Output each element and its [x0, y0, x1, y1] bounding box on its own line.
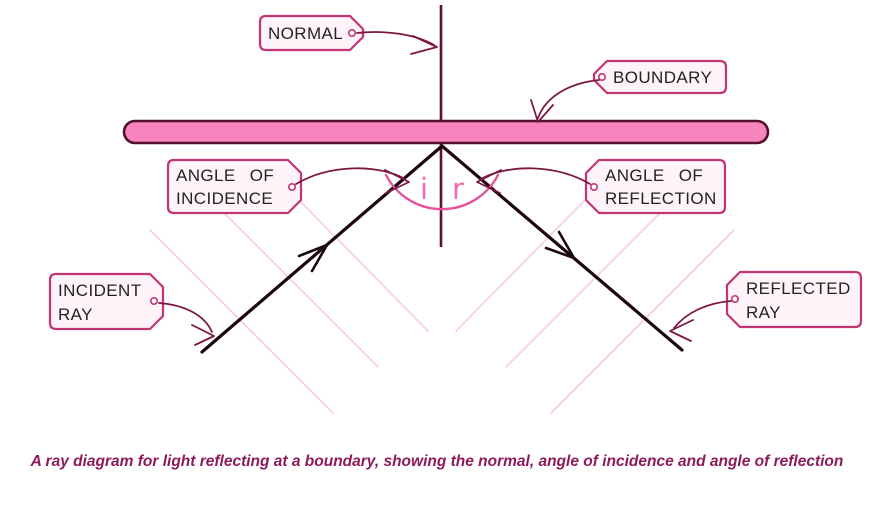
incident-ray-tag: INCIDENT RAY	[48, 272, 215, 346]
tag-eyelet-icon	[287, 183, 296, 192]
reflected-ray-arrowhead-icon	[544, 230, 576, 260]
incident-ray-label-line1: INCIDENT	[58, 281, 141, 300]
angle-of-incidence-tag-shape	[166, 158, 303, 215]
angle-of-reflection-tag-shape	[584, 158, 727, 215]
faint-ray-line	[221, 210, 379, 368]
normal-pointer-arrowhead-icon	[410, 35, 438, 55]
tag-eyelet-icon	[150, 296, 159, 305]
normal-tag-shape	[258, 14, 365, 52]
angle-of-reflection-tag: ANGLE OF REFLECTION	[476, 158, 727, 215]
faint-rays	[149, 195, 735, 414]
angle-of-reflection-symbol: r	[452, 172, 464, 206]
angle-of-incidence-tag: ANGLE OF INCIDENCE	[166, 158, 410, 215]
normal-tag: NORMAL	[258, 14, 438, 55]
faint-ray-line	[505, 210, 663, 368]
incident-ray-arrowhead-icon	[297, 243, 329, 273]
tag-eyelet-icon	[597, 73, 606, 82]
reflected-ray-pointer-arrowhead-icon	[669, 319, 694, 342]
boundary-pointer-arrowhead-icon	[530, 99, 554, 123]
reflected-ray-tag: REFLECTED RAY	[669, 270, 863, 342]
reflected-ray-label-line2: RAY	[746, 303, 781, 322]
reflected-ray-tag-shape	[725, 270, 863, 329]
angle-of-incidence-label-line1: ANGLE OF	[176, 166, 274, 185]
normal-pointer-curve	[356, 31, 435, 46]
figure-caption: A ray diagram for light reflecting at a …	[30, 453, 844, 470]
faint-ray-line	[550, 229, 735, 414]
incident-ray-pointer-curve	[158, 302, 213, 333]
faint-ray-line	[455, 195, 590, 332]
boundary-pointer-curve	[537, 79, 600, 119]
angle-of-incidence-label-line2: INCIDENCE	[176, 189, 273, 208]
boundary-tag-label: BOUNDARY	[613, 68, 712, 87]
angle-arc	[384, 173, 500, 211]
faint-ray-line	[149, 229, 334, 414]
reflected-ray-pointer-curve	[673, 300, 732, 329]
incident-ray	[200, 144, 444, 354]
angle-of-incidence-pointer-arrowhead-icon	[384, 169, 410, 194]
faint-ray-line	[294, 195, 429, 332]
angle-of-incidence-symbol: i	[420, 172, 428, 206]
incident-ray-pointer-arrowhead-icon	[191, 324, 215, 346]
boundary-tag-shape	[592, 59, 728, 95]
tag-eyelet-icon	[730, 294, 739, 303]
boundary-tag: BOUNDARY	[530, 59, 728, 123]
angle-of-reflection-pointer-arrowhead-icon	[476, 169, 502, 194]
normal-tag-label: NORMAL	[268, 24, 343, 43]
angle-of-reflection-label-line2: REFLECTION	[605, 189, 717, 208]
incident-ray-label-line2: RAY	[58, 305, 93, 324]
angle-of-reflection-label-line1: ANGLE OF	[605, 166, 703, 185]
boundary-bar	[122, 119, 770, 145]
reflected-ray-label-line1: REFLECTED	[746, 279, 851, 298]
incident-ray-tag-shape	[48, 272, 165, 331]
tag-eyelet-icon	[347, 28, 356, 37]
tag-eyelet-icon	[589, 183, 598, 192]
